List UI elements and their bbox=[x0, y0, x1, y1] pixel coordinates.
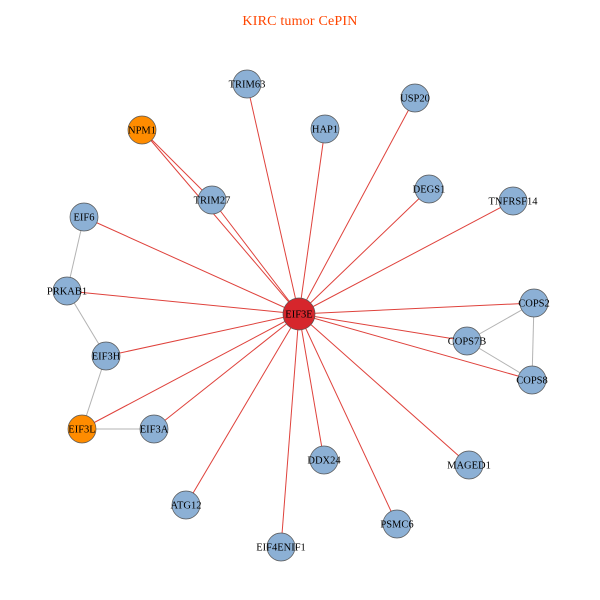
edge-EIF3E-EIF3A bbox=[153, 313, 300, 430]
node-circle-TNFRSF14 bbox=[498, 186, 528, 216]
edge-EIF3E-HAP1 bbox=[298, 128, 326, 315]
node-label-EIF3H: EIF3H bbox=[92, 352, 121, 363]
node-circle-EIF4ENIF1 bbox=[266, 532, 296, 562]
node-circle-COPS8 bbox=[517, 365, 547, 395]
node-label-MAGED1: MAGED1 bbox=[447, 461, 491, 472]
edge-EIF3E-COPS8 bbox=[298, 313, 533, 381]
node-label-COPS2: COPS2 bbox=[518, 299, 550, 310]
node-EIF6: EIF6 bbox=[69, 202, 99, 232]
edge-EIF3E-USP20 bbox=[298, 97, 416, 315]
node-label-TNFRSF14: TNFRSF14 bbox=[488, 197, 538, 208]
node-TRIM27: TRIM27 bbox=[194, 185, 231, 215]
node-circle-TRIM27 bbox=[197, 185, 227, 215]
node-circle-NPM1 bbox=[127, 115, 157, 145]
edge-EIF3E-TNFRSF14 bbox=[298, 200, 514, 315]
edge-EIF3E-PSMC6 bbox=[298, 313, 398, 525]
node-COPS8: COPS8 bbox=[516, 365, 548, 395]
node-circle-PSMC6 bbox=[382, 509, 412, 539]
node-circle-EIF3L bbox=[67, 414, 97, 444]
node-PRKAB1: PRKAB1 bbox=[47, 276, 87, 306]
node-COPS2: COPS2 bbox=[518, 288, 550, 318]
node-ATG12: ATG12 bbox=[171, 490, 202, 520]
node-label-EIF3A: EIF3A bbox=[140, 425, 169, 436]
node-circle-MAGED1 bbox=[454, 450, 484, 480]
node-label-ATG12: ATG12 bbox=[171, 501, 202, 512]
node-label-COPS8: COPS8 bbox=[516, 376, 548, 387]
node-circle-EIF6 bbox=[69, 202, 99, 232]
edge-EIF3E-EIF3H bbox=[105, 313, 300, 357]
node-label-HAP1: HAP1 bbox=[312, 125, 338, 136]
node-label-DEGS1: DEGS1 bbox=[413, 185, 446, 196]
edge-EIF3E-NPM1 bbox=[141, 129, 300, 315]
node-circle-EIF3A bbox=[139, 414, 169, 444]
node-TNFRSF14: TNFRSF14 bbox=[488, 186, 538, 216]
node-label-DDX24: DDX24 bbox=[307, 456, 341, 467]
edge-EIF3E-MAGED1 bbox=[298, 313, 470, 466]
node-DEGS1: DEGS1 bbox=[413, 174, 446, 204]
edge-EIF3E-EIF3L bbox=[81, 313, 300, 430]
node-COPS7B: COPS7B bbox=[448, 326, 487, 356]
node-label-USP20: USP20 bbox=[400, 94, 430, 105]
node-EIF4ENIF1: EIF4ENIF1 bbox=[256, 532, 306, 562]
edge-EIF3E-TRIM63 bbox=[246, 83, 300, 315]
node-EIF3E: EIF3E bbox=[282, 297, 316, 331]
node-label-PSMC6: PSMC6 bbox=[380, 520, 413, 531]
edge-NPM1-TRIM27 bbox=[141, 129, 213, 201]
edge-EIF3E-COPS2 bbox=[298, 302, 535, 315]
node-label-EIF3E: EIF3E bbox=[285, 310, 312, 321]
node-label-TRIM63: TRIM63 bbox=[229, 80, 266, 91]
node-DDX24: DDX24 bbox=[307, 445, 341, 475]
node-circle-TRIM63 bbox=[232, 69, 262, 99]
edge-EIF3E-EIF6 bbox=[83, 216, 300, 315]
node-label-PRKAB1: PRKAB1 bbox=[47, 287, 87, 298]
node-circle-EIF3E bbox=[282, 297, 316, 331]
node-EIF3A: EIF3A bbox=[139, 414, 169, 444]
node-circle-ATG12 bbox=[171, 490, 201, 520]
node-circle-DEGS1 bbox=[414, 174, 444, 204]
node-PSMC6: PSMC6 bbox=[380, 509, 414, 539]
edge-EIF3E-COPS7B bbox=[298, 313, 468, 342]
edge-EIF3E-TRIM27 bbox=[211, 199, 300, 315]
node-label-EIF3L: EIF3L bbox=[68, 425, 95, 436]
node-circle-COPS2 bbox=[519, 288, 549, 318]
node-HAP1: HAP1 bbox=[310, 114, 340, 144]
edge-EIF3E-PRKAB1 bbox=[66, 290, 300, 315]
node-EIF3H: EIF3H bbox=[91, 341, 121, 371]
node-USP20: USP20 bbox=[400, 83, 430, 113]
chart-title: KIRC tumor CePIN bbox=[242, 14, 358, 29]
node-TRIM63: TRIM63 bbox=[229, 69, 266, 99]
edge-EIF3E-EIF4ENIF1 bbox=[280, 313, 300, 548]
node-circle-EIF3H bbox=[91, 341, 121, 371]
edge-EIF3E-DEGS1 bbox=[298, 188, 430, 315]
node-NPM1: NPM1 bbox=[127, 115, 157, 145]
node-label-NPM1: NPM1 bbox=[128, 126, 156, 137]
node-circle-COPS7B bbox=[452, 326, 482, 356]
node-EIF3L: EIF3L bbox=[67, 414, 97, 444]
edge-EIF3E-DDX24 bbox=[298, 313, 325, 461]
node-label-TRIM27: TRIM27 bbox=[194, 196, 231, 207]
node-label-EIF4ENIF1: EIF4ENIF1 bbox=[256, 543, 306, 554]
node-circle-PRKAB1 bbox=[52, 276, 82, 306]
node-circle-HAP1 bbox=[310, 114, 340, 144]
node-label-EIF6: EIF6 bbox=[74, 213, 95, 224]
node-circle-USP20 bbox=[400, 83, 430, 113]
node-label-COPS7B: COPS7B bbox=[448, 337, 487, 348]
node-MAGED1: MAGED1 bbox=[447, 450, 491, 480]
node-circle-DDX24 bbox=[309, 445, 339, 475]
edge-EIF3E-ATG12 bbox=[185, 313, 300, 506]
